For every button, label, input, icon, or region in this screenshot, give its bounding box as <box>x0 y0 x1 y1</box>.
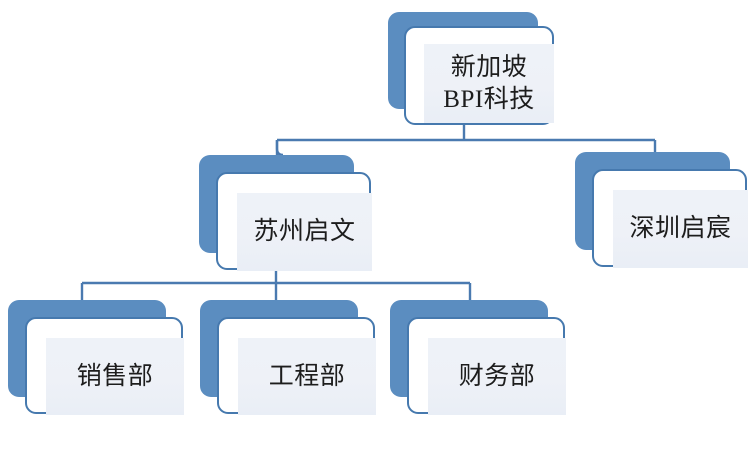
org-node-sales[interactable]: 销售部 <box>8 300 184 415</box>
node-card: 苏州启文 <box>216 172 372 271</box>
org-node-suzhou[interactable]: 苏州启文 <box>199 155 372 271</box>
node-inner-panel: 深圳启宸 <box>613 190 748 268</box>
node-inner-panel: 财务部 <box>428 338 566 415</box>
node-inner-panel: 销售部 <box>46 338 184 415</box>
org-node-finance[interactable]: 财务部 <box>390 300 566 415</box>
org-node-label-sales: 销售部 <box>76 362 154 390</box>
org-node-label-shenzhen: 深圳启宸 <box>629 215 732 243</box>
node-card: 深圳启宸 <box>592 169 748 268</box>
node-inner-panel: 苏州启文 <box>237 193 372 271</box>
org-node-engineering[interactable]: 工程部 <box>200 300 376 415</box>
node-card: 销售部 <box>25 317 184 415</box>
org-node-label-suzhou: 苏州启文 <box>253 218 356 246</box>
org-node-label-root: 新加坡 BPI科技 <box>443 54 535 113</box>
org-node-root[interactable]: 新加坡 BPI科技 <box>388 12 554 125</box>
org-node-label-engineering: 工程部 <box>268 362 346 390</box>
node-inner-panel: 工程部 <box>238 338 376 415</box>
node-card: 新加坡 BPI科技 <box>404 26 554 125</box>
node-card: 财务部 <box>407 317 566 415</box>
org-node-label-finance: 财务部 <box>458 362 536 390</box>
org-node-shenzhen[interactable]: 深圳启宸 <box>575 152 748 268</box>
node-card: 工程部 <box>217 317 376 415</box>
node-inner-panel: 新加坡 BPI科技 <box>424 44 554 123</box>
